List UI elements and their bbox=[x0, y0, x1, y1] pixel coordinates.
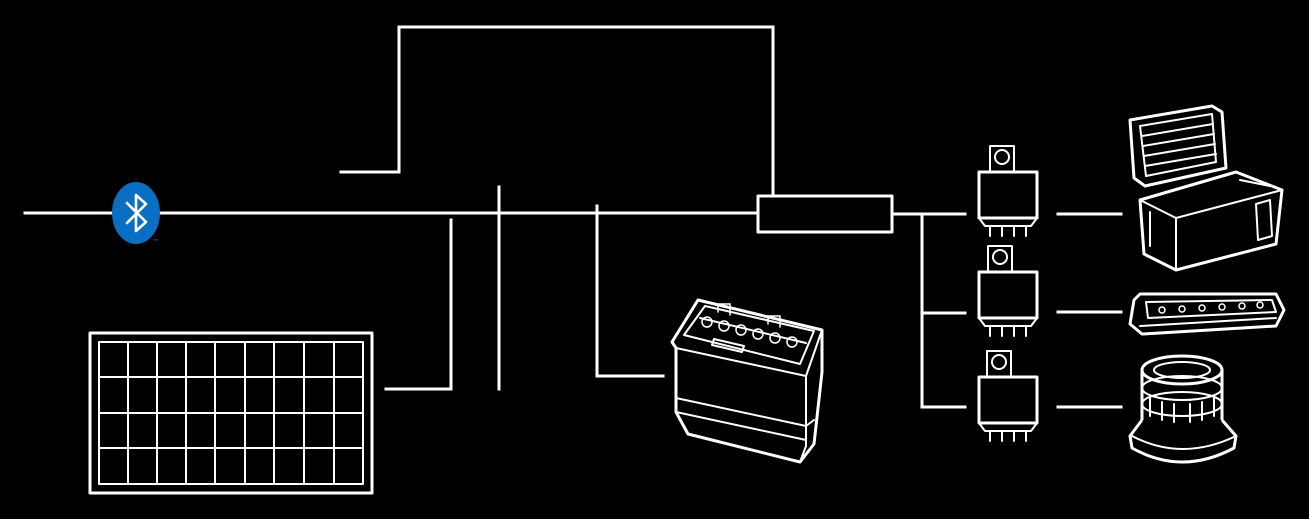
controller-box bbox=[756, 194, 894, 234]
bluetooth-icon: ™ bbox=[112, 182, 160, 246]
bluetooth-trademark: ™ bbox=[152, 238, 159, 246]
relay-icon-1 bbox=[977, 145, 1039, 237]
battery-feed-wire bbox=[595, 204, 665, 378]
led-light-bar-icon bbox=[1128, 292, 1286, 336]
relay-icon-3 bbox=[977, 350, 1039, 442]
relay-icon-2 bbox=[977, 245, 1039, 337]
portable-fridge-icon bbox=[1128, 104, 1284, 272]
beacon-light-icon bbox=[1128, 354, 1238, 464]
solar-feed-wire bbox=[384, 218, 453, 391]
top-loop-wire bbox=[339, 25, 775, 198]
solar-panel-icon bbox=[88, 331, 374, 495]
car-battery-icon bbox=[670, 298, 824, 464]
distribution-trunk-wire bbox=[920, 212, 967, 409]
